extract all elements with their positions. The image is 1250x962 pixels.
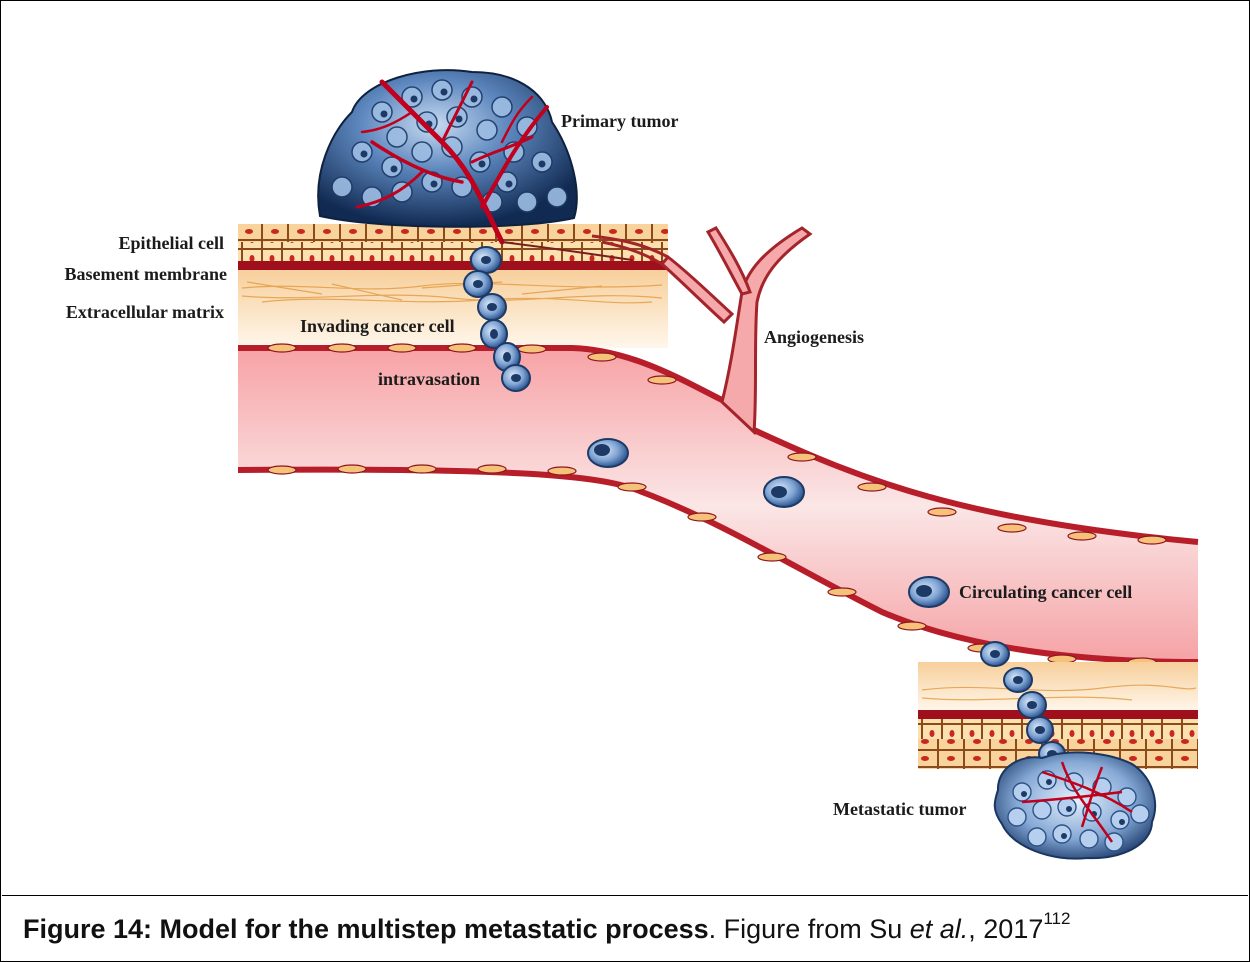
label-angiogenesis: Angiogenesis <box>764 327 864 347</box>
caption-italic: et al. <box>910 914 969 944</box>
label-extracellular-matrix: Extracellular matrix <box>66 302 224 322</box>
figure-caption: Figure 14: Model for the multistep metas… <box>23 899 1243 959</box>
metastatic-tumor <box>995 752 1155 858</box>
extracellular-matrix <box>238 270 668 348</box>
secondary-epithelium-top <box>918 719 1198 739</box>
caption-text-after: , 2017 <box>968 914 1043 944</box>
label-metastatic-tumor: Metastatic tumor <box>833 799 966 819</box>
label-intravasation: intravasation <box>378 369 480 389</box>
blood-vessel <box>238 344 1198 666</box>
secondary-basement-membrane <box>918 710 1198 719</box>
caption-text-before: Figure from Su <box>716 914 910 944</box>
caption-reference: 112 <box>1043 909 1070 928</box>
caption-title: Figure 14: Model for the multistep metas… <box>23 914 709 944</box>
metastasis-diagram: Primary tumor Epithelial cell Basement m… <box>2 2 1248 895</box>
label-primary-tumor: Primary tumor <box>561 111 678 131</box>
label-invading-cancer-cell: Invading cancer cell <box>300 316 455 336</box>
figure-area: Primary tumor Epithelial cell Basement m… <box>2 2 1248 896</box>
epithelial-layer-bottom <box>238 242 668 261</box>
label-epithelial-cell: Epithelial cell <box>119 233 225 253</box>
label-circulating-cancer-cell: Circulating cancer cell <box>959 582 1132 602</box>
label-basement-membrane: Basement membrane <box>65 264 227 284</box>
basement-membrane <box>238 261 668 270</box>
